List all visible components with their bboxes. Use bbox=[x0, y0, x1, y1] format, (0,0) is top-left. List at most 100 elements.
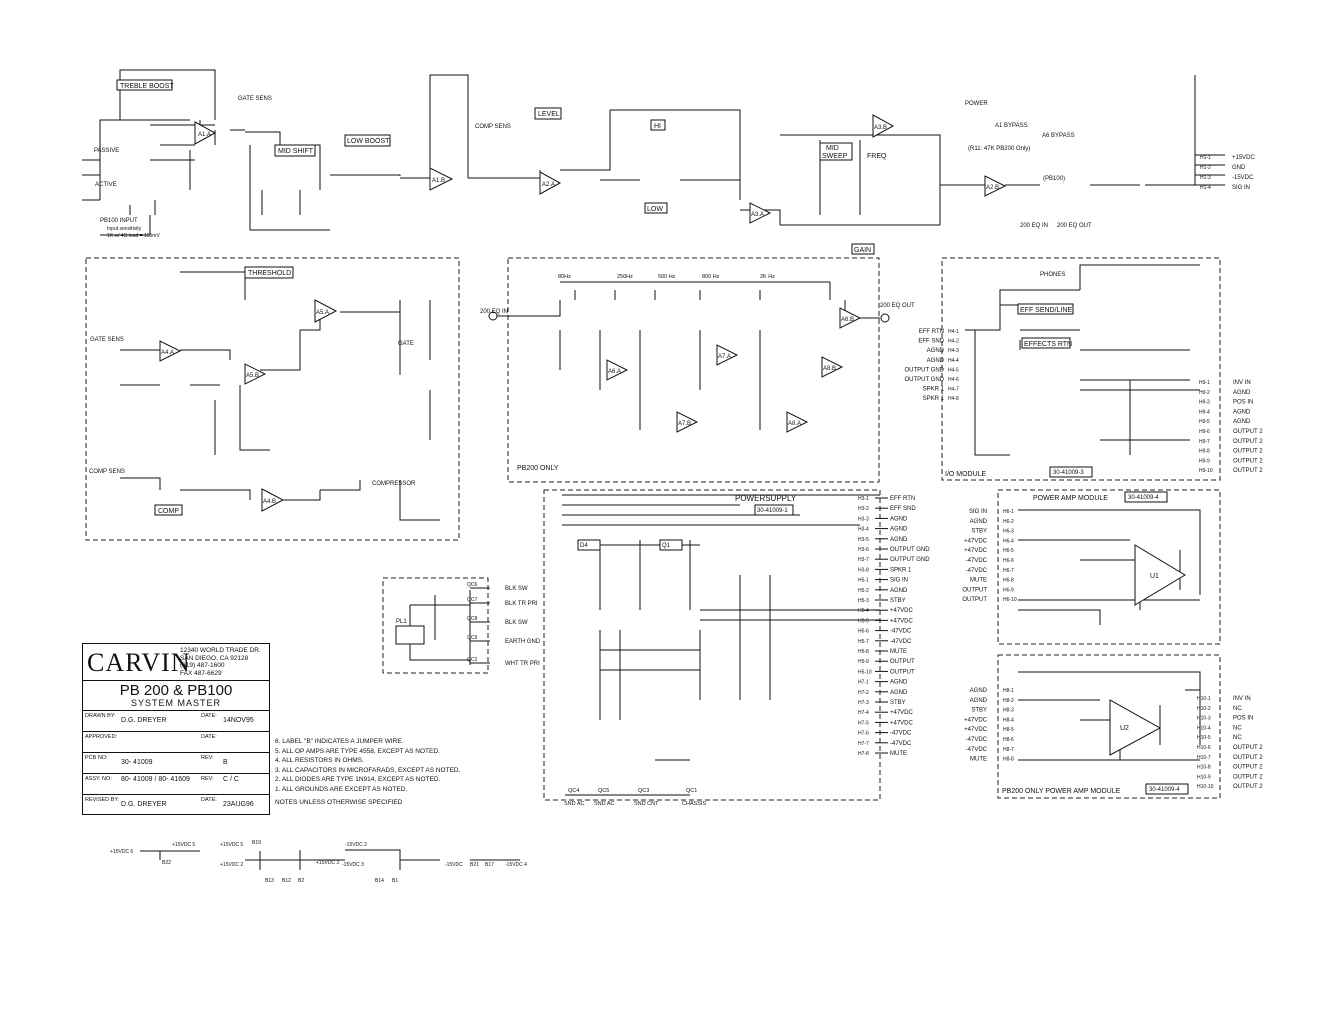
pin-signal: STBY bbox=[890, 598, 906, 604]
psu-wiring bbox=[562, 494, 880, 796]
jumper-label: B1 bbox=[392, 878, 398, 884]
pin-signal: NC bbox=[1233, 706, 1242, 712]
compressor-led-label: COMPRESSOR bbox=[372, 481, 416, 487]
pin-number: H7-4 bbox=[858, 710, 869, 716]
svg-text:30-41009-4: 30-41009-4 bbox=[1128, 495, 1159, 501]
note-line: NOTES UNLESS OTHERWISE SPECIFIED bbox=[275, 798, 403, 806]
pam-pn-box: 30-41009-4 bbox=[1124, 491, 1168, 503]
pin-signal: EFF SND bbox=[890, 506, 916, 512]
row-value: C / C bbox=[223, 776, 239, 783]
pam-wiring: U1 bbox=[1018, 509, 1201, 625]
gate-sens-label: GATE SENS bbox=[238, 96, 272, 102]
level-label-box: LEVEL bbox=[534, 107, 562, 120]
pin-number: H6-4 bbox=[1003, 538, 1014, 544]
comp-sens-input-label: COMP SENS bbox=[89, 469, 125, 475]
a1-bypass-label: A1 BYPASS bbox=[995, 123, 1028, 129]
qc-label: QC3 bbox=[638, 788, 649, 794]
pin-signal: NC bbox=[1233, 725, 1242, 731]
pin-signal: OUTPUT GND bbox=[904, 367, 944, 373]
svg-text:Q1: Q1 bbox=[662, 543, 671, 549]
pin-signal: SIG IN bbox=[1232, 185, 1250, 191]
pam2-left-pins: H8-1AGNDH8-2AGNDH8-3STBYH8-4+47VDCH8-5+4… bbox=[964, 688, 1014, 763]
pin-signal: -47VDC bbox=[966, 737, 988, 743]
pin-signal: OUTPUT 2 bbox=[1233, 458, 1263, 464]
pin-number: H4-1 bbox=[948, 329, 959, 335]
pin-signal: AGND bbox=[970, 698, 988, 704]
power-amp-module-section bbox=[997, 489, 1221, 645]
jumper-label: B22 bbox=[162, 860, 171, 866]
pin-number: H3-7 bbox=[858, 557, 869, 563]
eq-band-label: 800 Hz bbox=[702, 274, 720, 280]
pin-signal: AGND bbox=[1233, 390, 1251, 396]
svg-text:LOW: LOW bbox=[647, 206, 663, 213]
row-value: 23AUG96 bbox=[223, 801, 254, 808]
pin-number: H9-7 bbox=[1199, 439, 1210, 445]
pin-number: H1-3 bbox=[1200, 175, 1211, 181]
powersupply-title: POWERSUPPLY bbox=[735, 494, 797, 503]
pin-number: H6-2 bbox=[1003, 519, 1014, 525]
pin-signal: GND bbox=[1232, 165, 1246, 171]
pin-signal: AGND bbox=[927, 348, 945, 354]
gate-sens-input-label: GATE SENS bbox=[90, 337, 124, 343]
row-key: ASSY. NO: bbox=[85, 776, 112, 782]
pin-number: H7-6 bbox=[858, 731, 869, 737]
pin-signal: OUTPUT 2 bbox=[1233, 429, 1263, 435]
pin-signal: OUTPUT bbox=[962, 597, 987, 603]
pin-signal: EFF RTN bbox=[919, 329, 944, 335]
io-wiring bbox=[965, 264, 1200, 456]
jumper-label: B21 bbox=[470, 862, 479, 868]
pin-signal: MUTE bbox=[970, 757, 987, 763]
pin-signal: INV IN bbox=[1233, 380, 1251, 386]
qc-label: QC2 bbox=[467, 657, 478, 663]
pin-signal: +47VDC bbox=[890, 720, 914, 726]
pin-signal: +47VDC bbox=[890, 710, 914, 716]
pin-number: H4-6 bbox=[948, 377, 959, 383]
pam2-pn-box: 30-41009-4 bbox=[1145, 783, 1189, 795]
pin-signal: OUTPUT bbox=[890, 659, 915, 665]
opamp-a1b: A1.B bbox=[429, 167, 454, 191]
opamp-a3b: A3.B bbox=[872, 114, 895, 138]
svg-text:HI: HI bbox=[654, 123, 661, 130]
eff-send-line-box: EFF SEND/LINE bbox=[1017, 303, 1074, 315]
note-line: 2. ALL DIODES ARE TYPE 1N914, EXCEPT AS … bbox=[275, 776, 441, 784]
jumper-label: +15VDC 5 bbox=[220, 842, 243, 848]
opamp-a6b: A6.B bbox=[839, 307, 862, 329]
qc-signal: WHT TR PRI bbox=[505, 661, 540, 667]
pin-signal: POS IN bbox=[1233, 400, 1253, 406]
threshold-label-box: THRESHOLD bbox=[244, 266, 294, 279]
pin-signal: INV IN bbox=[1233, 696, 1251, 702]
pin-number: H6-6 bbox=[1003, 558, 1014, 564]
pin-signal: NC bbox=[1233, 735, 1242, 741]
pin-number: H4-7 bbox=[948, 387, 959, 393]
row-key: PCB NO: bbox=[85, 755, 108, 761]
pin-signal: -15VDC bbox=[1232, 175, 1254, 181]
pin-signal: OUTPUT 2 bbox=[1233, 439, 1263, 445]
svg-text:PL1: PL1 bbox=[396, 619, 407, 625]
pin-signal: AGND bbox=[970, 519, 988, 525]
jumper-label: -15VDC 4 bbox=[505, 862, 527, 868]
note-line: 5. ALL OP AMPS ARE TYPE 4558, EXCEPT AS … bbox=[275, 747, 440, 755]
svg-text:A2.B: A2.B bbox=[986, 185, 999, 191]
pin-signal: STBY bbox=[971, 708, 987, 714]
comp-label-box: COMP bbox=[154, 504, 183, 516]
svg-text:A6.A: A6.A bbox=[608, 369, 621, 375]
pin-number: H9-9 bbox=[1199, 458, 1210, 464]
pin-signal: +47VDC bbox=[964, 548, 988, 554]
jumper-label: B19 bbox=[252, 840, 261, 846]
pin-number: H6-3 bbox=[1003, 529, 1014, 535]
svg-text:A4.A: A4.A bbox=[161, 350, 174, 356]
row-key: REVISED BY: bbox=[85, 797, 120, 803]
pin-signal: +47VDC bbox=[964, 727, 988, 733]
pin-number: H1-1 bbox=[1200, 155, 1211, 161]
pin-number: H8-5 bbox=[1003, 727, 1014, 733]
pin-signal: SPKR 1 bbox=[923, 387, 945, 393]
pin-signal: MUTE bbox=[890, 751, 907, 757]
pin-signal: OUTPUT GND bbox=[890, 557, 930, 563]
power-amp-module-2-section bbox=[997, 654, 1221, 799]
pin-signal: AGND bbox=[927, 358, 945, 364]
svg-text:A1.A: A1.A bbox=[198, 132, 211, 138]
pin-signal: +47VDC bbox=[890, 608, 914, 614]
